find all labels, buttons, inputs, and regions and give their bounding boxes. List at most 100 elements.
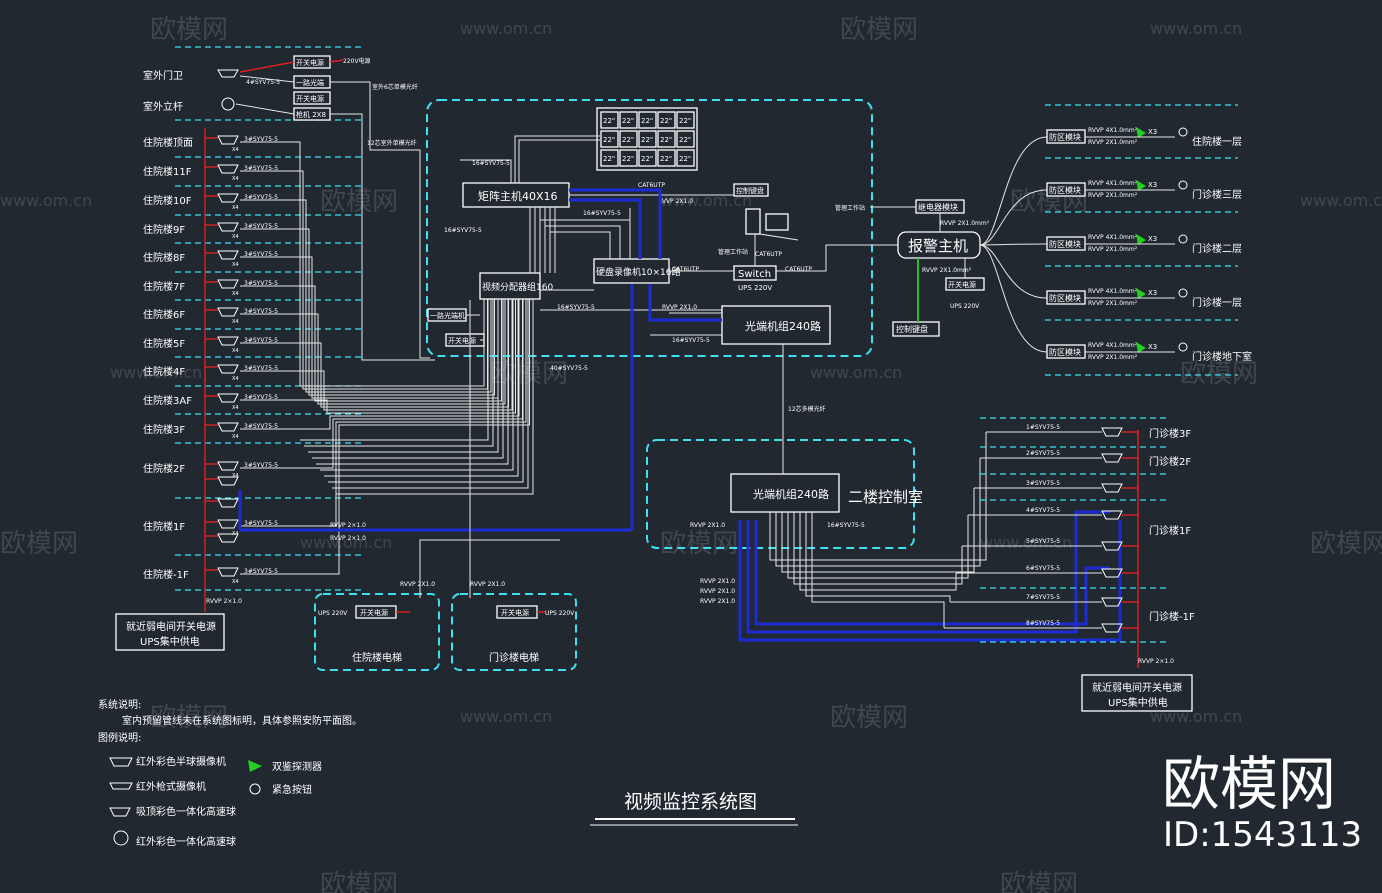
- notes-legend: 系统说明: 室内预留管线未在系统图标明，具体参照安防平面图。 图例说明: 红外彩…: [98, 698, 798, 848]
- right-camera-rows: 1#SYV75-52#SYV75-53#SYV75-54#SYV75-55#SY…: [769, 417, 1195, 643]
- cable-label: 3#SYV75-5: [244, 165, 278, 172]
- left-power-box: [115, 613, 225, 651]
- detector-id: X3: [1148, 128, 1157, 136]
- one-input-label: 一路光端机: [430, 311, 465, 320]
- watermark-brand: 欧模网: [320, 187, 398, 217]
- power-note: 220V电源: [343, 57, 371, 65]
- rvvp-label: RVVP 2×1.0: [330, 535, 366, 542]
- bundle-wire: [324, 299, 519, 477]
- legend-right-item: 紧急按钮: [272, 783, 312, 796]
- legend-item: 红外彩色一体化高速球: [136, 835, 236, 848]
- floor-cable: [240, 199, 492, 393]
- cable-label: 16#SYV75-5: [557, 304, 595, 311]
- switch-power-label: 开关电源: [501, 608, 529, 617]
- power-box-line1: 就近弱电间开关电源: [1092, 681, 1182, 694]
- fiber-lower-label: 光端机组240路: [753, 487, 829, 501]
- camera-id: X4: [232, 434, 239, 440]
- zone-cable-label: RVVP 2X1.0mm²: [1088, 300, 1138, 307]
- camera-id: X4: [232, 176, 239, 182]
- emergency-button-icon: [1178, 127, 1188, 137]
- floor-cable: [240, 256, 499, 399]
- cable-40-label: 40#SYV75-5: [550, 365, 588, 372]
- tv-size-label: 22": [622, 155, 634, 163]
- switch-label: Switch: [738, 269, 771, 280]
- speed-dome-icon: [113, 830, 129, 846]
- cable-label: 7#SYV75-5: [1026, 594, 1060, 601]
- video-splitter-box: [479, 272, 541, 300]
- watermark-url: www.om.cn: [460, 19, 552, 38]
- tv-size-label: 22": [679, 117, 691, 125]
- watermark-url: www.om.cn: [1300, 191, 1382, 210]
- system-notes-line: 室内预留管线未在系统图标明，具体参照安防平面图。: [122, 714, 362, 727]
- encoder-label: 一路光端: [296, 78, 324, 87]
- tv-size-label: 22": [622, 117, 634, 125]
- floor-label: 住院楼3F: [143, 423, 185, 436]
- bundle-wire: [320, 299, 514, 471]
- floor-cable: [240, 299, 523, 469]
- dome-camera-icon: [1101, 483, 1123, 493]
- ups-label: UPS 220V: [545, 610, 575, 617]
- dual-detector-icon: [1136, 288, 1146, 299]
- ups-label: UPS 220V: [318, 610, 348, 617]
- tv-size-label: 22": [660, 136, 672, 144]
- tv-size-label: 22": [641, 136, 653, 144]
- relay-label: 继电器模块: [918, 202, 958, 212]
- detector-id: X3: [1148, 181, 1157, 189]
- speed-dome-camera-icon: [221, 97, 235, 111]
- watermark-url: www.om.cn: [0, 191, 92, 210]
- floor-label: 住院楼6F: [143, 308, 185, 321]
- watermark-id: ID:1543113: [1163, 815, 1362, 855]
- rvvp-label: RVVP 2X1.0: [700, 578, 735, 585]
- center-control-section: 22"22"22"22"22"22"22"22"22"22"22"22"22"2…: [238, 99, 898, 532]
- emergency-button-icon: [1178, 180, 1188, 190]
- watermark-brand: 欧模网: [1310, 529, 1382, 559]
- floor-label: 住院楼4F: [143, 365, 185, 378]
- fiber-12-label: 12芯多模光纤: [788, 405, 826, 413]
- watermark-brand: 欧模网: [840, 15, 918, 45]
- cat6-label: CAT6UTP: [638, 182, 665, 189]
- emergency-button-icon: [1178, 342, 1188, 352]
- bundle-wire: [304, 299, 494, 447]
- clinic-floor-label: 门诊楼3F: [1149, 427, 1191, 440]
- tv-monitor: [619, 111, 638, 129]
- cable-label: 3#SYV75-5: [244, 194, 278, 201]
- power-box-line2: UPS集中供电: [140, 635, 200, 648]
- tv-monitor: [638, 111, 657, 129]
- tv-monitor: [676, 130, 695, 148]
- cable-bundle: [300, 299, 534, 495]
- watermark-url: www.om.cn: [300, 533, 392, 552]
- zone-floor-label: 门诊楼二层: [1192, 242, 1242, 255]
- legend-title: 图例说明:: [98, 731, 141, 744]
- tv-monitor: [600, 130, 619, 148]
- rvvp-label: RVVP 2X1.0: [700, 598, 735, 605]
- bundle-wire: [332, 299, 529, 489]
- rvvp-label: RVVP 2×1.0: [206, 598, 242, 605]
- floor-label: 住院楼11F: [143, 165, 192, 178]
- camera-id: X4: [232, 291, 239, 297]
- cable-label: 4#SYV75-5: [246, 79, 280, 86]
- dome-camera-icon: [1101, 541, 1123, 551]
- zone-cable-label: RVVP 2X1.0mm²: [1088, 192, 1138, 199]
- dual-detector-icon: [1136, 127, 1146, 138]
- dome-camera-icon: [217, 307, 239, 317]
- floor-label: 住院楼2F: [143, 462, 185, 475]
- zone-module-label: 防区模块: [1049, 132, 1081, 142]
- outdoor-standing-label: 室外立杆: [143, 100, 183, 113]
- bullet-camera-icon: [217, 69, 239, 78]
- dome-camera-icon: [217, 135, 239, 145]
- watermark-url: www.om.cn: [460, 707, 552, 726]
- cat6-label: CAT6UTP: [755, 251, 782, 258]
- zone-wire: [979, 244, 1048, 299]
- relay-note: 管理工作站: [835, 204, 865, 212]
- dome-camera-icon: [217, 498, 239, 508]
- tv-size-label: 22": [679, 155, 691, 163]
- ceiling-speed-dome-icon: [109, 807, 131, 817]
- zone-cable-label: RVVP 4X1.0mm²: [1088, 180, 1138, 187]
- tv-monitor: [619, 130, 638, 148]
- floor-cable: [240, 299, 530, 575]
- control-keyboard-label: 控制键盘: [736, 186, 764, 195]
- tv-monitor: [600, 111, 619, 129]
- clinic-cable: [769, 431, 1102, 561]
- floor-label: 住院楼9F: [143, 223, 185, 236]
- tv-monitor: [657, 149, 676, 167]
